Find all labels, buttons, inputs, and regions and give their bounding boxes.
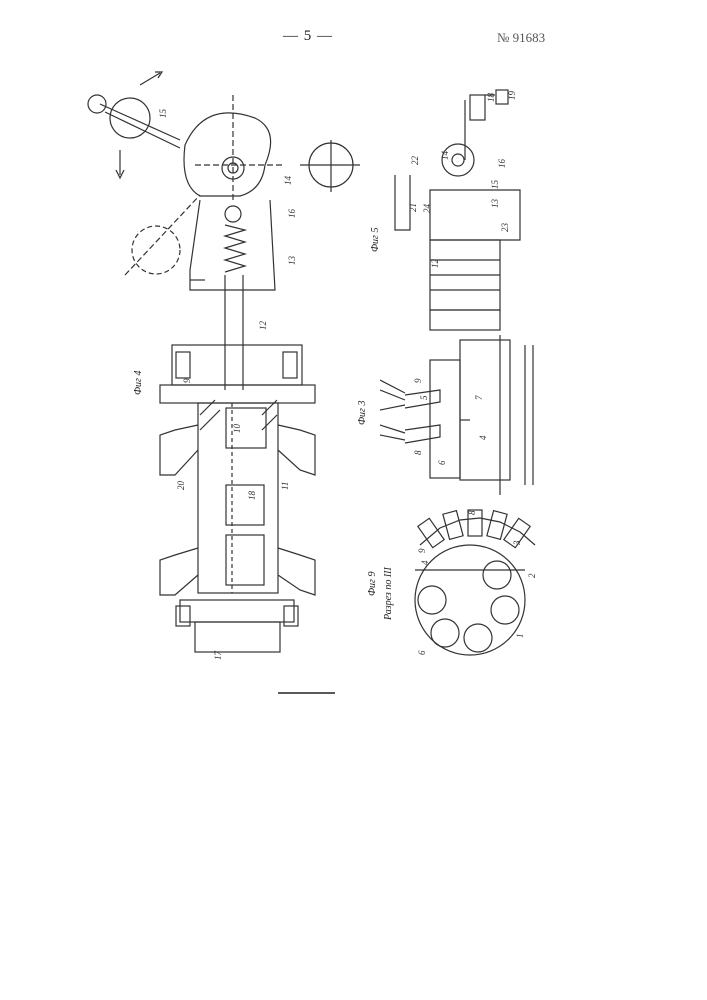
fig4-caption: Фиг 4 <box>133 371 144 395</box>
fig5-label: 13 <box>490 199 500 208</box>
fig5-caption: Фиг 5 <box>370 228 381 252</box>
fig5-label: 14 <box>440 151 450 160</box>
fig9-label: 3 <box>512 541 522 546</box>
fig4-label: 11 <box>280 482 290 490</box>
fig3-label: 5 <box>419 396 429 401</box>
fig4-label: 18 <box>247 491 257 500</box>
fig4-drawing <box>88 72 360 652</box>
fig9-label: 8 <box>467 511 477 516</box>
fig5-label: 21 <box>408 203 418 212</box>
fig3-label: 8 <box>413 451 423 456</box>
fig3-caption: Фиг 3 <box>357 401 368 425</box>
fig4-label: 16 <box>287 209 297 218</box>
fig4-label: 17 <box>213 651 223 660</box>
fig4-label: 9 <box>182 379 192 384</box>
fig9-label: 1 <box>515 634 525 639</box>
fig5-label: 12 <box>430 259 440 268</box>
fig3-drawing <box>380 335 533 495</box>
fig9-label: 9 <box>417 549 427 554</box>
fig9-subcaption: Разрез по III <box>383 567 394 620</box>
fig5-label: 24 <box>422 204 432 213</box>
fig3-label: 6 <box>437 461 447 466</box>
fig4-label: 14 <box>283 176 293 185</box>
fig9-label: 2 <box>527 574 537 579</box>
fig4-label: 12 <box>258 321 268 330</box>
fig5-label: 23 <box>500 223 510 232</box>
fig3-label: 7 <box>474 396 484 401</box>
fig4-label: 10 <box>232 424 242 433</box>
fig4-label: 13 <box>287 256 297 265</box>
fig5-label: 15 <box>490 180 500 189</box>
fig9-label: 6 <box>417 651 427 656</box>
fig5-label: 18 <box>486 93 496 102</box>
fig5-label: 22 <box>410 156 420 165</box>
fig9-caption: Фиг 9 <box>367 572 378 596</box>
fig5-label: 19 <box>507 91 517 100</box>
fig9-label: 4 <box>420 561 430 566</box>
fig3-label: 4 <box>478 436 488 441</box>
fig4-label: 20 <box>176 481 186 490</box>
fig3-label: 9 <box>413 379 423 384</box>
fig4-label: 15 <box>158 109 168 118</box>
fig5-label: 16 <box>497 159 507 168</box>
